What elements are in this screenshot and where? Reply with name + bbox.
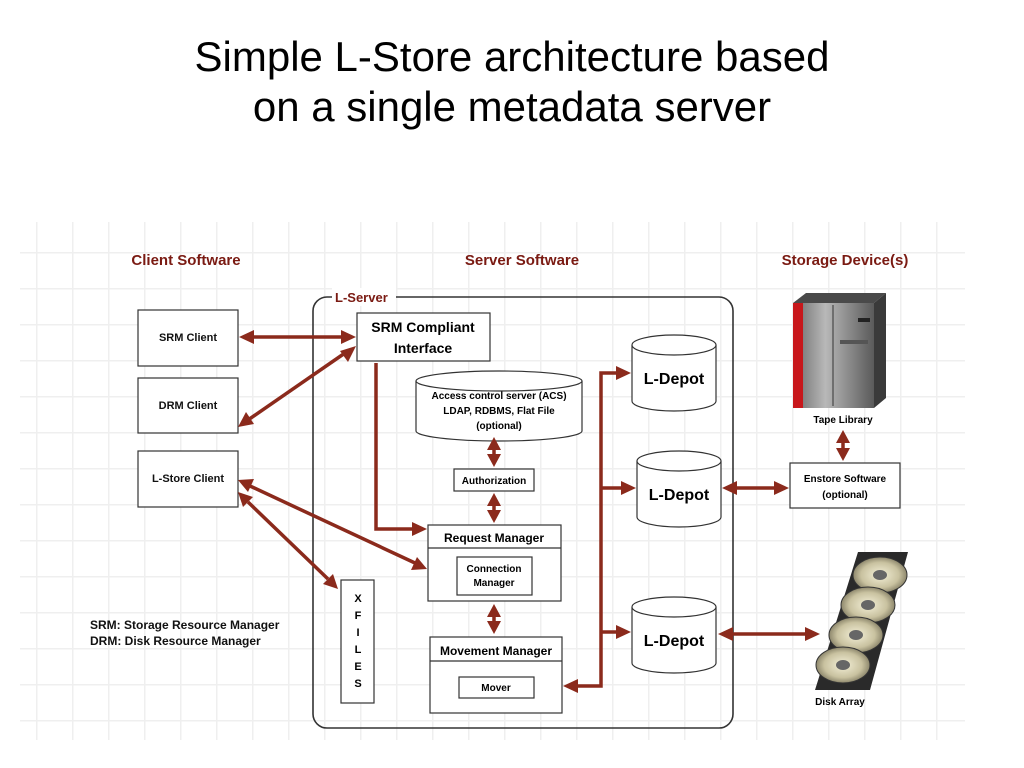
disk-array-label: Disk Array bbox=[815, 697, 865, 708]
header-storage-devices: Storage Device(s) bbox=[782, 252, 909, 269]
drm-client-label: DRM Client bbox=[159, 400, 218, 412]
ldepot-2-label: L-Depot bbox=[649, 487, 710, 504]
lserver-label: L-Server bbox=[335, 290, 388, 305]
ldepot-1-label: L-Depot bbox=[644, 371, 705, 388]
srm-interface-line2: Interface bbox=[394, 340, 453, 356]
tape-library-image bbox=[793, 293, 886, 408]
request-manager-label: Request Manager bbox=[444, 531, 544, 545]
srm-interface-line1: SRM Compliant bbox=[371, 319, 475, 335]
header-server-software: Server Software bbox=[465, 252, 579, 269]
arrow-depot-disk-array bbox=[718, 627, 820, 641]
srm-client-box[interactable]: SRM Client bbox=[137, 309, 239, 367]
xfiles-letter-f: F bbox=[355, 610, 362, 622]
xfiles-box[interactable]: X F I L E S bbox=[340, 579, 375, 704]
arrow-authorization-request-manager bbox=[487, 493, 501, 523]
lserver-container bbox=[312, 296, 734, 729]
ldepot-3-label: L-Depot bbox=[644, 633, 705, 650]
drm-client-box[interactable]: DRM Client bbox=[137, 377, 239, 434]
authorization-box[interactable]: Authorization bbox=[453, 468, 535, 492]
acs-cylinder[interactable]: Access control server (ACS) LDAP, RDBMS,… bbox=[415, 370, 583, 442]
mover-label: Mover bbox=[481, 683, 511, 694]
arrow-acs-authorization bbox=[487, 437, 501, 467]
authorization-label: Authorization bbox=[462, 476, 526, 487]
xfiles-letter-e: E bbox=[354, 661, 361, 673]
srm-client-label: SRM Client bbox=[159, 332, 217, 344]
ldepot-1[interactable]: L-Depot bbox=[631, 334, 717, 412]
enstore-line2: (optional) bbox=[822, 490, 868, 501]
header-client-software: Client Software bbox=[131, 252, 240, 269]
xfiles-letter-i: I bbox=[356, 627, 359, 639]
xfiles-letter-x: X bbox=[354, 593, 362, 605]
arrow-srm-client-interface bbox=[239, 330, 356, 344]
movement-manager-label: Movement Manager bbox=[440, 644, 552, 658]
arrow-drm-client-interface bbox=[238, 346, 356, 427]
srm-interface-box[interactable]: SRM Compliant Interface bbox=[356, 312, 491, 362]
ldepot-2[interactable]: L-Depot bbox=[636, 450, 722, 528]
arrow-mover-depots bbox=[563, 366, 636, 693]
arrow-interface-request-manager bbox=[374, 363, 427, 536]
legend-srm: SRM: Storage Resource Manager bbox=[90, 618, 280, 632]
xfiles-letter-s: S bbox=[354, 678, 361, 690]
arrow-depot-enstore bbox=[722, 481, 789, 495]
xfiles-letter-l: L bbox=[355, 644, 362, 656]
tape-library-label: Tape Library bbox=[813, 415, 873, 426]
lstore-client-label: L-Store Client bbox=[152, 473, 224, 485]
ldepot-3[interactable]: L-Depot bbox=[631, 596, 717, 674]
arrow-tape-enstore bbox=[836, 430, 850, 461]
title-line-2: on a single metadata server bbox=[252, 83, 772, 130]
acs-line2: LDAP, RDBMS, Flat File bbox=[443, 406, 555, 417]
enstore-box[interactable]: Enstore Software (optional) bbox=[789, 462, 901, 509]
arrow-lstore-request-manager bbox=[238, 479, 427, 570]
movement-manager-box[interactable]: Movement Manager Mover bbox=[429, 636, 563, 714]
acs-line1: Access control server (ACS) bbox=[431, 391, 566, 402]
lstore-client-box[interactable]: L-Store Client bbox=[137, 450, 239, 508]
legend-drm: DRM: Disk Resource Manager bbox=[90, 634, 261, 648]
disk-array-image bbox=[815, 552, 908, 690]
acs-line3: (optional) bbox=[476, 421, 522, 432]
enstore-line1: Enstore Software bbox=[804, 474, 887, 485]
title-line-1: Simple L-Store architecture based bbox=[194, 33, 830, 80]
connection-manager-line1: Connection bbox=[467, 564, 522, 575]
connection-manager-line2: Manager bbox=[473, 578, 514, 589]
request-manager-box[interactable]: Request Manager Connection Manager bbox=[427, 524, 562, 602]
slide-title: Simple L-Store architecture based on a s… bbox=[0, 32, 1024, 132]
arrow-request-movement-manager bbox=[487, 604, 501, 634]
arrow-lstore-xfiles bbox=[238, 492, 338, 589]
lserver-label-bg bbox=[332, 288, 396, 306]
